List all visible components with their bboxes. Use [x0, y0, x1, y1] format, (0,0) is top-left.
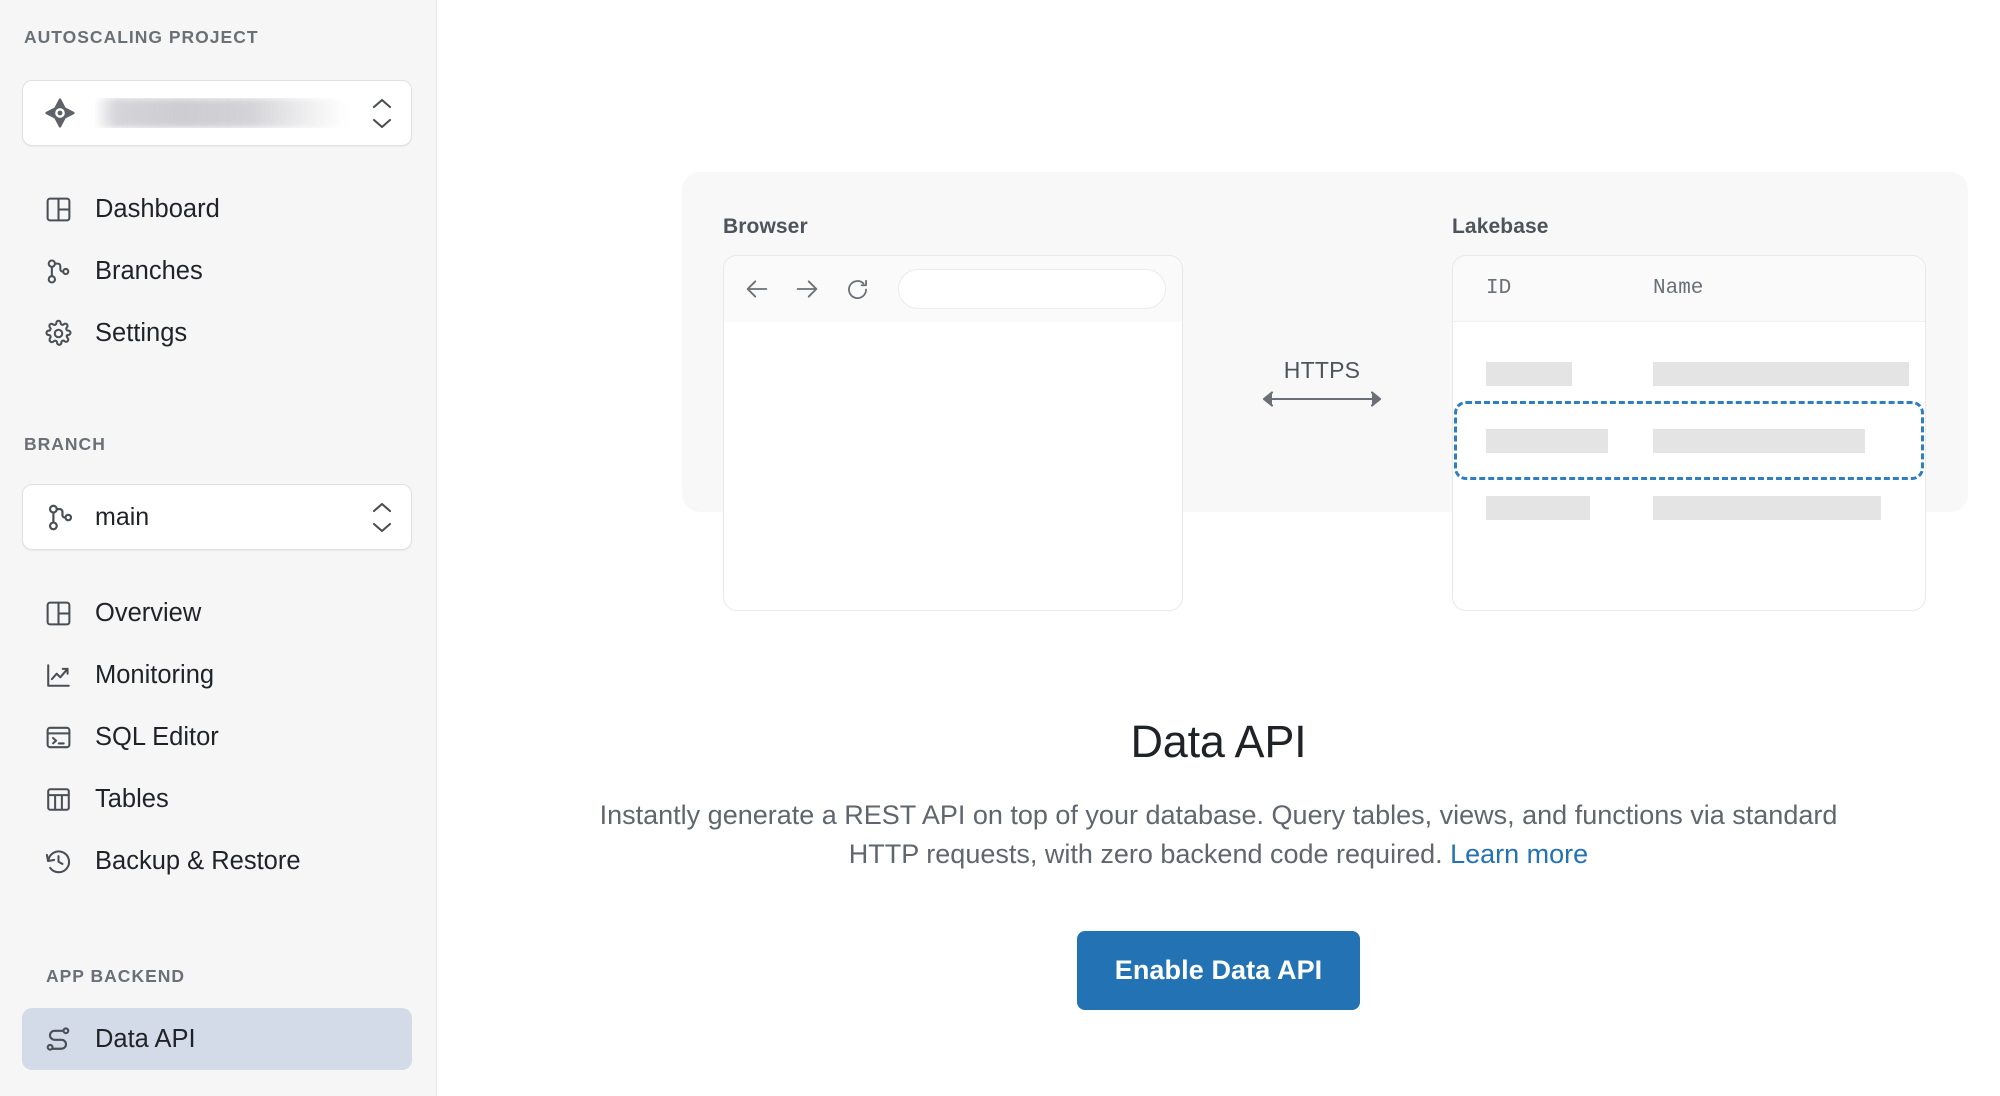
browser-panel: Browser — [723, 215, 1183, 611]
sidebar-item-label: Data API — [95, 1024, 196, 1053]
terminal-icon — [42, 721, 74, 753]
lakebase-table-mock: ID Name — [1452, 255, 1926, 611]
arrow-right-icon[interactable] — [792, 274, 822, 304]
sidebar-item-label: Overview — [95, 598, 202, 627]
project-name-redacted — [95, 98, 369, 128]
line-chart-icon — [42, 659, 74, 691]
page-description: Instantly generate a REST API on top of … — [589, 796, 1849, 875]
learn-more-link[interactable]: Learn more — [1450, 839, 1589, 870]
sidebar-item-overview[interactable]: Overview — [22, 582, 412, 644]
hero-section: Data API Instantly generate a REST API o… — [437, 716, 2000, 1010]
table-header-row: ID Name — [1453, 256, 1925, 322]
sidebar-item-label: Branches — [95, 256, 203, 285]
dashboard-grid-icon — [42, 597, 74, 629]
sidebar-item-dashboard[interactable]: Dashboard — [22, 178, 412, 240]
backend-nav: Data API — [22, 1008, 412, 1070]
connector-label: HTTPS — [1283, 357, 1361, 383]
cell-id — [1453, 495, 1653, 520]
column-header-name: Name — [1653, 277, 1704, 300]
cell-id — [1453, 428, 1653, 453]
reload-icon[interactable] — [842, 274, 872, 304]
page-title: Data API — [1130, 716, 1307, 767]
sidebar-item-label: Monitoring — [95, 660, 215, 689]
project-selector[interactable] — [22, 80, 412, 146]
table-row — [1453, 474, 1925, 541]
chevron-up-down-icon[interactable] — [369, 93, 395, 133]
cell-name — [1653, 495, 1925, 520]
sidebar-item-backup-restore[interactable]: Backup & Restore — [22, 830, 412, 892]
branch-selector[interactable]: main — [22, 484, 412, 550]
description-text: Instantly generate a REST API on top of … — [599, 800, 1838, 870]
branch-nav: Overview Monitoring SQL Editor Tables — [22, 582, 412, 892]
sidebar-item-label: Dashboard — [95, 194, 220, 223]
sidebar-item-label: Backup & Restore — [95, 846, 301, 875]
dashboard-grid-icon — [42, 193, 74, 225]
sidebar-item-label: SQL Editor — [95, 722, 219, 751]
data-route-icon — [42, 1023, 74, 1055]
column-header-id: ID — [1486, 277, 1512, 300]
table-row-highlighted — [1453, 401, 1925, 480]
branch-name-value: main — [95, 502, 150, 531]
table-row — [1453, 340, 1925, 407]
enable-data-api-button[interactable]: Enable Data API — [1076, 930, 1361, 1010]
chevron-up-down-icon[interactable] — [369, 497, 395, 537]
sidebar-item-label: Tables — [95, 784, 169, 813]
cta-wrapper: Enable Data API — [437, 930, 2000, 1010]
sidebar-item-tables[interactable]: Tables — [22, 768, 412, 830]
gear-icon — [42, 317, 74, 349]
cell-name — [1653, 361, 1925, 386]
browser-toolbar — [724, 256, 1182, 322]
cell-id — [1453, 361, 1653, 386]
main-content: Browser — [437, 0, 2000, 1096]
https-connector: HTTPS — [1212, 357, 1432, 417]
browser-viewport — [724, 322, 1182, 610]
double-arrow-icon — [1255, 386, 1389, 417]
branch-section-label: BRANCH — [24, 434, 106, 454]
sidebar-item-sql-editor[interactable]: SQL Editor — [22, 706, 412, 768]
arrow-left-icon[interactable] — [742, 274, 772, 304]
clock-restore-icon — [42, 845, 74, 877]
cell-name — [1653, 428, 1925, 453]
branches-icon — [43, 500, 77, 534]
browser-panel-title: Browser — [723, 215, 808, 238]
sidebar-item-branches[interactable]: Branches — [22, 240, 412, 302]
lakebase-panel: Lakebase ID Name — [1452, 215, 1926, 611]
project-section-label: AUTOSCALING PROJECT — [24, 27, 259, 47]
project-nav: Dashboard Branches Settings — [22, 178, 412, 364]
table-columns-icon — [42, 783, 74, 815]
browser-mock — [723, 255, 1183, 611]
sidebar-item-settings[interactable]: Settings — [22, 302, 412, 364]
data-api-illustration: Browser — [682, 172, 1968, 611]
sidebar-item-label: Settings — [95, 318, 188, 347]
table-body — [1453, 322, 1925, 541]
browser-url-bar[interactable] — [898, 269, 1166, 309]
lakebase-panel-title: Lakebase — [1452, 215, 1549, 238]
sidebar: AUTOSCALING PROJECT — [0, 0, 437, 1096]
project-diamond-icon — [43, 96, 77, 130]
sidebar-item-data-api[interactable]: Data API — [22, 1008, 412, 1070]
backend-section-label: APP BACKEND — [46, 966, 186, 986]
branches-icon — [42, 255, 74, 287]
sidebar-item-monitoring[interactable]: Monitoring — [22, 644, 412, 706]
